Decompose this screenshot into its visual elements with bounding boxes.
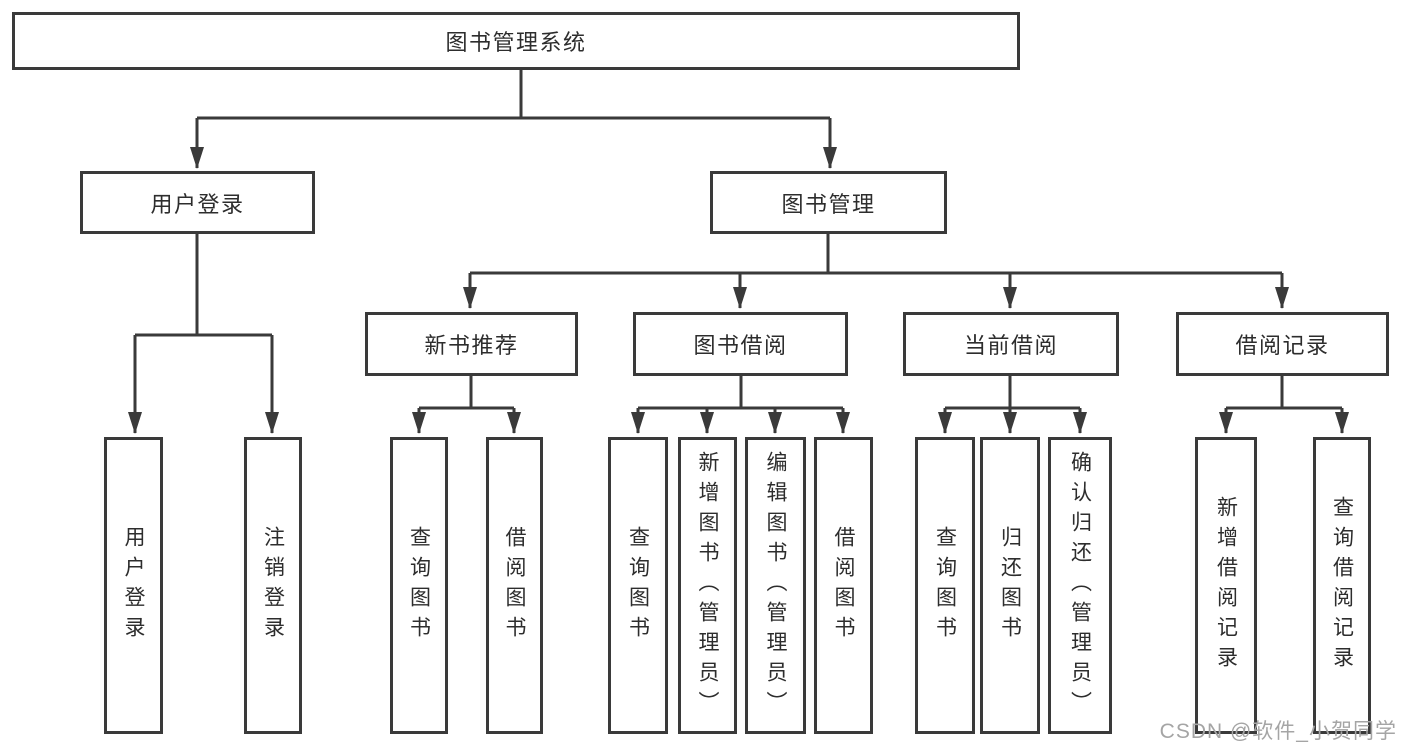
node-book-borrow: 图书借阅 bbox=[633, 312, 848, 376]
leaf-records-add-record: 新增借阅记录 bbox=[1195, 437, 1257, 734]
leaf-recommend-borrow-book: 借阅图书 bbox=[486, 437, 543, 734]
leaf-borrow-edit-book-admin-label: 编辑图书（管理员） bbox=[764, 450, 787, 721]
node-new-book-recommend: 新书推荐 bbox=[365, 312, 578, 376]
leaf-user-login-label: 用户登录 bbox=[122, 525, 145, 646]
node-borrow-records: 借阅记录 bbox=[1176, 312, 1389, 376]
leaf-borrow-add-book-admin: 新增图书（管理员） bbox=[678, 437, 737, 734]
leaf-records-query-record-label: 查询借阅记录 bbox=[1330, 495, 1354, 676]
node-current-borrow-label: 当前借阅 bbox=[963, 333, 1058, 358]
node-user-login-label: 用户登录 bbox=[150, 191, 245, 217]
leaf-borrow-edit-book-admin: 编辑图书（管理员） bbox=[745, 437, 806, 734]
connector-group-user-login bbox=[128, 234, 279, 434]
leaf-records-query-record: 查询借阅记录 bbox=[1313, 437, 1371, 734]
node-book-borrow-label: 图书借阅 bbox=[693, 333, 788, 358]
connector-group-book-borrow bbox=[631, 376, 850, 434]
node-root: 图书管理系统 bbox=[12, 12, 1020, 70]
connector-group-new-book-recommend bbox=[412, 376, 521, 434]
leaf-borrow-query-book: 查询图书 bbox=[608, 437, 668, 734]
leaf-current-return-book-label: 归还图书 bbox=[998, 525, 1022, 646]
node-book-management: 图书管理 bbox=[710, 171, 947, 234]
node-book-management-label: 图书管理 bbox=[781, 191, 876, 217]
connector-group-root bbox=[190, 70, 837, 169]
leaf-current-confirm-return-admin-label: 确认归还（管理员） bbox=[1068, 450, 1092, 721]
node-new-book-recommend-label: 新书推荐 bbox=[424, 333, 519, 358]
leaf-current-return-book: 归还图书 bbox=[980, 437, 1040, 734]
watermark: CSDN @软件_小贺同学 bbox=[1159, 720, 1397, 743]
leaf-recommend-query-book-label: 查询图书 bbox=[407, 525, 431, 646]
node-borrow-records-label: 借阅记录 bbox=[1235, 333, 1330, 358]
node-root-label: 图书管理系统 bbox=[445, 30, 587, 55]
leaf-recommend-query-book: 查询图书 bbox=[390, 437, 448, 734]
leaf-logout-label: 注销登录 bbox=[261, 525, 285, 646]
leaf-borrow-borrow-book-label: 借阅图书 bbox=[832, 525, 855, 646]
node-current-borrow: 当前借阅 bbox=[903, 312, 1119, 376]
node-user-login: 用户登录 bbox=[80, 171, 315, 234]
leaf-borrow-borrow-book: 借阅图书 bbox=[814, 437, 873, 734]
leaf-borrow-query-book-label: 查询图书 bbox=[626, 525, 650, 646]
leaf-current-query-book: 查询图书 bbox=[915, 437, 975, 734]
leaf-records-add-record-label: 新增借阅记录 bbox=[1214, 495, 1238, 676]
connector-group-book-management bbox=[463, 234, 1289, 309]
leaf-current-confirm-return-admin: 确认归还（管理员） bbox=[1048, 437, 1112, 734]
connector-group-borrow-records bbox=[1219, 376, 1349, 434]
leaf-logout: 注销登录 bbox=[244, 437, 302, 734]
leaf-recommend-borrow-book-label: 借阅图书 bbox=[503, 525, 526, 646]
leaf-borrow-add-book-admin-label: 新增图书（管理员） bbox=[696, 450, 719, 721]
leaf-user-login: 用户登录 bbox=[104, 437, 163, 734]
connector-group-current-borrow bbox=[938, 376, 1087, 434]
leaf-current-query-book-label: 查询图书 bbox=[933, 525, 957, 646]
